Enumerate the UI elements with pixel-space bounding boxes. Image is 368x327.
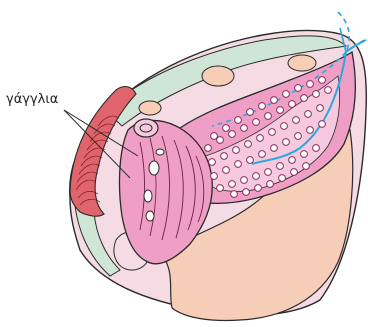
- vesicle: [313, 145, 320, 152]
- vesicle: [259, 151, 266, 158]
- vesicle: [257, 135, 264, 142]
- vesicle: [243, 189, 250, 196]
- vesicle: [319, 121, 326, 128]
- vesicle: [295, 85, 302, 92]
- vesicle: [305, 111, 312, 118]
- vesicle: [235, 117, 242, 124]
- vesicle: [247, 109, 254, 116]
- vesicle: [211, 133, 218, 140]
- vesicle: [235, 161, 242, 168]
- vesicle: [295, 133, 302, 140]
- inner-blob-3: [139, 101, 161, 115]
- vesicle: [325, 87, 332, 94]
- ring-vesicle: [134, 119, 158, 137]
- vesicle: [247, 157, 254, 164]
- inner-blob-1: [202, 66, 234, 86]
- vesicle: [229, 131, 236, 138]
- small-oval-1: [149, 161, 159, 175]
- vesicle: [259, 103, 266, 110]
- vesicle: [217, 137, 224, 144]
- vesicle: [271, 97, 278, 104]
- vesicle: [231, 191, 238, 198]
- vesicle: [293, 117, 300, 124]
- ganglia-label: γάγγλια: [6, 92, 58, 107]
- vesicle: [265, 113, 272, 120]
- vesicle: [281, 123, 288, 130]
- vesicle: [303, 163, 310, 170]
- vesicle: [277, 107, 284, 114]
- vesicle: [283, 139, 290, 146]
- vesicle: [279, 175, 286, 182]
- inner-blob-2: [288, 55, 316, 71]
- vesicle: [241, 125, 248, 132]
- vesicle: [307, 81, 314, 88]
- vesicle: [245, 141, 252, 148]
- vesicle: [269, 129, 276, 136]
- vesicle: [211, 173, 218, 180]
- vesicle: [253, 119, 260, 126]
- vesicle: [291, 169, 298, 176]
- vesicle: [277, 163, 284, 170]
- small-oval-2: [144, 190, 152, 202]
- vesicle: [319, 77, 326, 84]
- small-oval-3: [146, 211, 154, 221]
- vesicle: [233, 147, 240, 154]
- vesicle: [241, 177, 248, 184]
- vesicle: [223, 125, 230, 132]
- vesicle: [221, 153, 228, 160]
- vesicle: [209, 159, 216, 166]
- small-oval-4: [156, 149, 164, 155]
- vesicle: [229, 181, 236, 188]
- vesicle: [205, 145, 212, 152]
- vesicle: [289, 157, 296, 164]
- vesicle: [301, 95, 308, 102]
- vesicle: [223, 167, 230, 174]
- vesicle: [317, 105, 324, 112]
- vesicle: [217, 185, 224, 192]
- vesicle: [283, 91, 290, 98]
- vesicle: [253, 173, 260, 180]
- vesicle: [301, 151, 308, 158]
- vesicle: [313, 91, 320, 98]
- vesicle: [267, 181, 274, 188]
- vesicle: [255, 185, 262, 192]
- vesicle: [289, 101, 296, 108]
- vesicle: [307, 127, 314, 134]
- vesicle: [265, 169, 272, 176]
- vesicle: [271, 145, 278, 152]
